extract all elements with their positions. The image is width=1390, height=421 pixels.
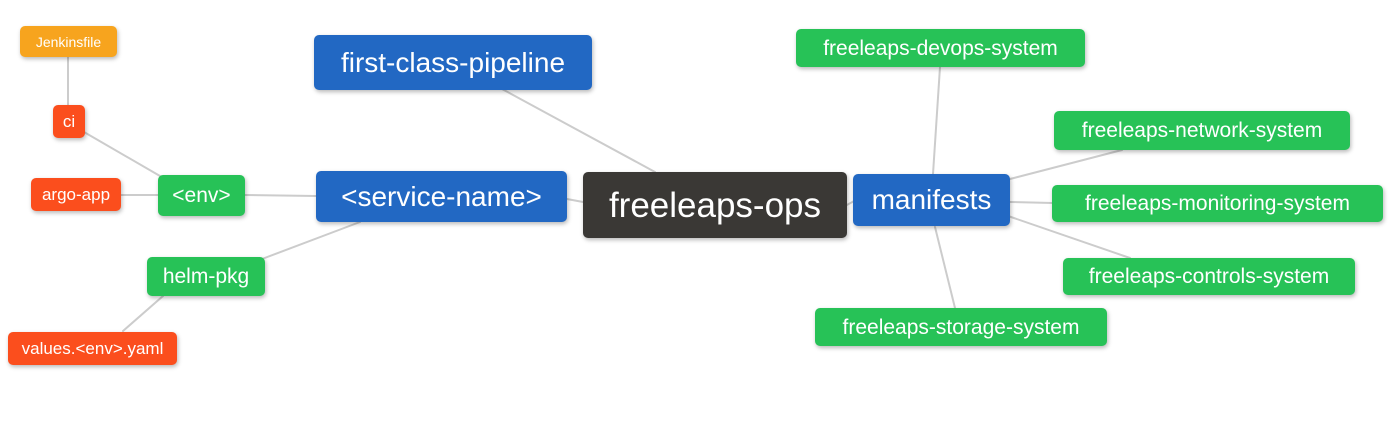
node-label: <env> bbox=[172, 184, 231, 207]
edge-ci-to-env bbox=[83, 131, 161, 177]
edge-env-to-service-name bbox=[244, 194, 317, 197]
edge-manifests-to-freeleaps-network-system bbox=[1009, 149, 1123, 180]
node-label: <service-name> bbox=[341, 180, 542, 212]
node-values-env-yaml[interactable]: values.<env>.yaml bbox=[8, 332, 177, 365]
node-label: freeleaps-devops-system bbox=[823, 36, 1058, 60]
edge-manifests-to-freeleaps-storage-system bbox=[934, 226, 956, 309]
node-argo-app[interactable]: argo-app bbox=[31, 178, 121, 211]
node-helm-pkg[interactable]: helm-pkg bbox=[147, 257, 265, 296]
edge-manifests-to-freeleaps-devops-system bbox=[932, 66, 941, 175]
node-label: ci bbox=[62, 112, 76, 131]
node-label: first-class-pipeline bbox=[340, 46, 566, 78]
node-label: manifests bbox=[871, 184, 992, 215]
edge-helm-pkg-to-service-name bbox=[261, 221, 361, 260]
node-first-class-pipeline[interactable]: first-class-pipeline bbox=[314, 35, 592, 90]
node-env[interactable]: <env> bbox=[158, 175, 245, 216]
edge-first-class-pipeline-to-freeleaps-ops bbox=[501, 88, 656, 173]
edge-manifests-to-freeleaps-controls-system bbox=[1007, 215, 1131, 259]
node-label: values.<env>.yaml bbox=[21, 339, 164, 358]
node-freeleaps-storage-system[interactable]: freeleaps-storage-system bbox=[815, 308, 1107, 346]
node-freeleaps-ops[interactable]: freeleaps-ops bbox=[583, 172, 847, 238]
node-ci[interactable]: ci bbox=[53, 105, 85, 138]
node-label: freeleaps-monitoring-system bbox=[1085, 192, 1350, 215]
node-label: helm-pkg bbox=[162, 265, 250, 288]
node-label: freeleaps-storage-system bbox=[842, 315, 1080, 339]
node-freeleaps-monitoring-system[interactable]: freeleaps-monitoring-system bbox=[1052, 185, 1383, 222]
node-label: freeleaps-network-system bbox=[1081, 119, 1323, 142]
edge-manifests-to-freeleaps-monitoring-system bbox=[1009, 201, 1054, 204]
node-manifests[interactable]: manifests bbox=[853, 174, 1010, 226]
node-service-name[interactable]: <service-name> bbox=[316, 171, 567, 222]
node-label: argo-app bbox=[41, 185, 111, 204]
node-freeleaps-network-system[interactable]: freeleaps-network-system bbox=[1054, 111, 1350, 150]
node-freeleaps-controls-system[interactable]: freeleaps-controls-system bbox=[1063, 258, 1355, 295]
node-label: Jenkinsfile bbox=[35, 33, 102, 50]
node-jenkinsfile[interactable]: Jenkinsfile bbox=[20, 26, 117, 57]
edge-service-name-to-freeleaps-ops bbox=[566, 198, 584, 203]
node-freeleaps-devops-system[interactable]: freeleaps-devops-system bbox=[796, 29, 1085, 67]
node-label: freeleaps-ops bbox=[608, 185, 822, 225]
edge-values-env-yaml-to-helm-pkg bbox=[122, 295, 164, 332]
node-label: freeleaps-controls-system bbox=[1088, 265, 1330, 288]
